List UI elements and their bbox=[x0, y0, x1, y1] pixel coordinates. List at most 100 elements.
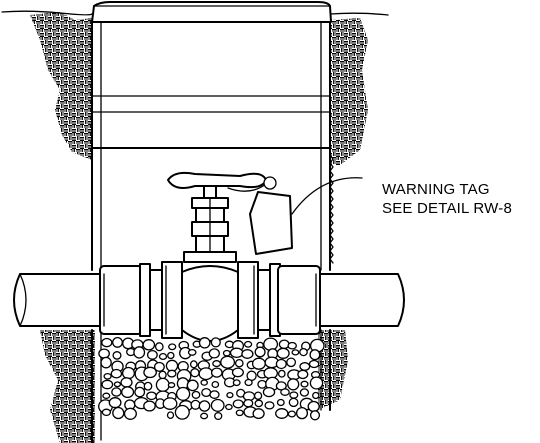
gravel-stone bbox=[309, 376, 324, 390]
gravel-stone bbox=[174, 404, 190, 420]
gravel-stone bbox=[254, 346, 266, 358]
gravel-stone bbox=[299, 347, 308, 357]
gravel-stone bbox=[253, 391, 263, 400]
gravel-stone bbox=[113, 381, 122, 388]
gravel-stone bbox=[198, 367, 214, 381]
gravel-stone bbox=[220, 355, 236, 369]
gravel-stone bbox=[198, 400, 211, 412]
gravel-stone bbox=[167, 369, 177, 378]
gravel-stone bbox=[175, 386, 191, 401]
gravel-stone bbox=[167, 382, 176, 389]
gravel-stone bbox=[231, 367, 244, 378]
gravel-stone bbox=[166, 411, 175, 420]
gravel-stone bbox=[133, 346, 146, 359]
gravel-stone bbox=[200, 379, 208, 386]
gravel-stone bbox=[286, 357, 297, 368]
warning-tag bbox=[227, 176, 293, 255]
soil-hatching bbox=[30, 12, 368, 443]
gravel-stone bbox=[299, 362, 311, 371]
gravel-stone bbox=[143, 366, 157, 379]
gravel-stone bbox=[222, 349, 231, 357]
gravel-stone bbox=[143, 381, 153, 391]
gravel-stone bbox=[263, 337, 279, 351]
gravel-stone bbox=[143, 400, 156, 412]
gravel-stone bbox=[262, 386, 276, 398]
gravel-stone bbox=[201, 387, 212, 398]
gravel-stone bbox=[275, 408, 289, 419]
gravel-stone bbox=[280, 388, 290, 396]
gravel-stone bbox=[295, 406, 309, 420]
gravel-stone bbox=[297, 369, 309, 380]
gravel-stone bbox=[277, 369, 286, 378]
gravel-stone bbox=[108, 397, 122, 409]
gravel-stone bbox=[120, 377, 133, 388]
gravel-stone bbox=[191, 390, 201, 399]
gravel-stone bbox=[208, 348, 220, 359]
gravel-stone bbox=[243, 340, 253, 348]
callout-label-line-2: SEE DETAIL RW-8 bbox=[382, 200, 512, 217]
gravel-stone bbox=[198, 337, 211, 349]
gravel-stone bbox=[254, 399, 264, 408]
gravel-stone bbox=[308, 359, 320, 369]
gravel-stone bbox=[134, 386, 146, 398]
gate-valve-body bbox=[99, 261, 321, 342]
gravel-stone bbox=[190, 368, 200, 378]
gravel-stone bbox=[100, 356, 112, 369]
gravel-stone bbox=[235, 409, 244, 417]
valve-box-upper-riser bbox=[91, 21, 331, 149]
gravel-stone bbox=[287, 341, 297, 350]
gravel-stone bbox=[154, 342, 164, 352]
gravel-stone bbox=[312, 391, 320, 400]
gravel-stone bbox=[275, 358, 287, 370]
gravel-stone bbox=[289, 391, 299, 399]
gravel-stone bbox=[101, 379, 114, 390]
gravel-stone bbox=[307, 400, 320, 413]
ground-line bbox=[1, 10, 389, 16]
valve-tee-handle bbox=[167, 171, 267, 189]
gravel-stone bbox=[309, 349, 321, 361]
gravel-stone bbox=[121, 366, 136, 380]
gravel-stone bbox=[200, 412, 209, 420]
gravel-stone bbox=[121, 386, 135, 399]
gravel-stone bbox=[209, 390, 220, 399]
gravel-stone bbox=[211, 380, 220, 389]
gravel-stone bbox=[300, 380, 309, 388]
gravel-stone bbox=[229, 347, 244, 359]
gravel-bedding bbox=[98, 336, 325, 421]
gravel-stone bbox=[251, 357, 266, 370]
gravel-stone bbox=[111, 387, 122, 397]
gravel-stone bbox=[168, 343, 177, 351]
gravel-stone bbox=[98, 348, 110, 359]
valve-bonnet bbox=[183, 185, 237, 263]
gravel-stone bbox=[214, 411, 223, 421]
gravel-stone bbox=[309, 410, 321, 421]
gravel-stone bbox=[153, 361, 165, 372]
gravel-stone bbox=[234, 358, 244, 368]
callout-label-line-1: WARNING TAG bbox=[382, 181, 490, 198]
gravel-stone bbox=[186, 379, 199, 392]
gravel-stone bbox=[110, 368, 123, 379]
valve-box-lower-riser bbox=[91, 147, 334, 443]
gravel-stone bbox=[142, 339, 156, 351]
gravel-stone bbox=[287, 378, 300, 391]
valve-box-lid bbox=[91, 1, 332, 23]
gravel-stone bbox=[210, 367, 223, 378]
gravel-stone bbox=[189, 360, 198, 369]
gravel-stone bbox=[187, 348, 197, 356]
gravel-stone bbox=[162, 397, 178, 410]
gravel-stone bbox=[146, 349, 158, 360]
callout-leader bbox=[291, 177, 363, 215]
gravel-stone bbox=[112, 336, 123, 348]
gravel-stone bbox=[276, 398, 285, 407]
gravel-stone bbox=[278, 339, 290, 350]
gravel-stone bbox=[165, 359, 179, 372]
gravel-stone bbox=[101, 337, 113, 348]
gravel-stone bbox=[225, 403, 233, 411]
gravel-stone bbox=[158, 352, 168, 361]
gravel-stone bbox=[123, 407, 137, 420]
gravel-stone bbox=[155, 377, 170, 393]
gravel-stone bbox=[291, 349, 300, 356]
gravel-stone bbox=[210, 337, 221, 348]
gravel-stone bbox=[226, 391, 234, 399]
